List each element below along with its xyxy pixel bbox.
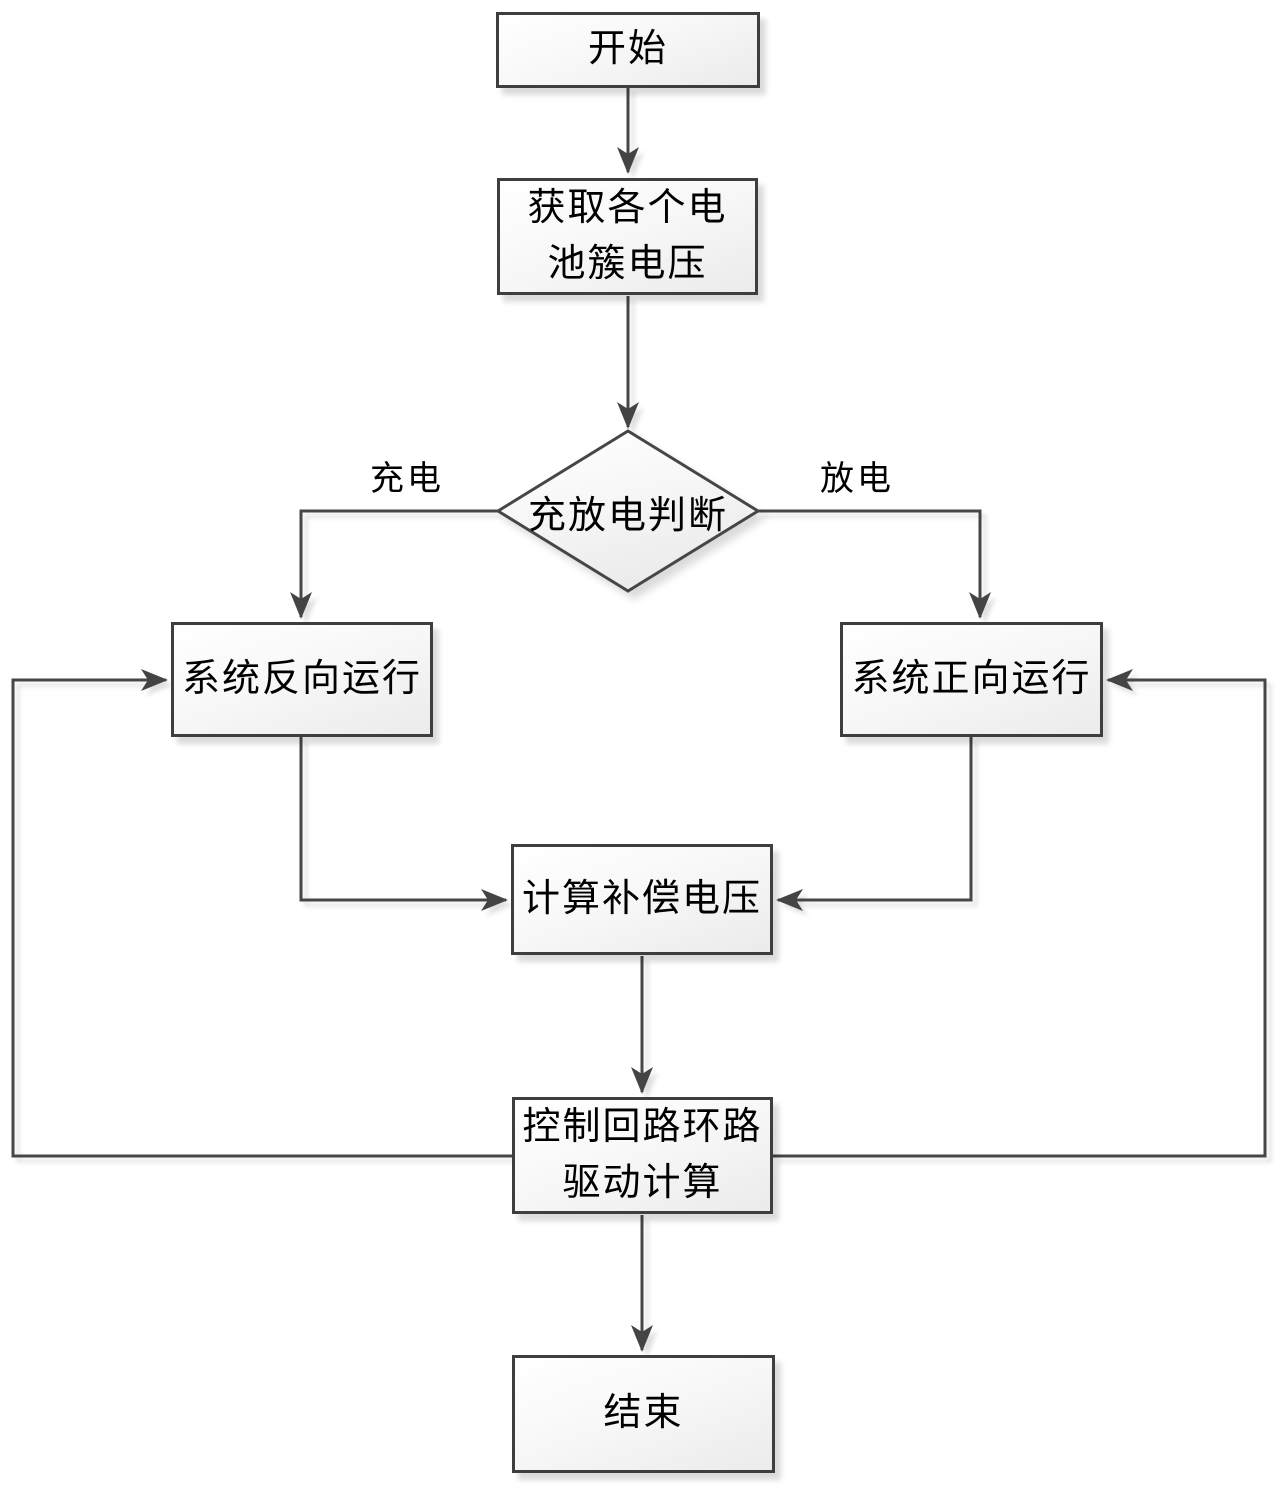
compensation-voltage-label: 计算补偿电压 — [521, 877, 762, 920]
end-node-label: 结束 — [603, 1392, 684, 1435]
edge-feedback-left — [11, 669, 512, 1158]
edge-decision-to-forward — [758, 509, 991, 619]
control-loop-line2: 驱动计算 — [562, 1161, 723, 1204]
end-node: 结束 — [512, 1355, 775, 1473]
edge-decision-to-reverse — [290, 509, 498, 619]
decision-diamond — [495, 429, 761, 593]
compensation-voltage-node: 计算补偿电压 — [511, 844, 773, 955]
discharge-branch-label: 放电 — [820, 460, 894, 498]
edge-feedback-right — [773, 669, 1267, 1158]
control-loop-node: 控制回路环路 驱动计算 — [512, 1097, 773, 1214]
system-reverse-label: 系统反向运行 — [181, 657, 422, 700]
control-loop-line1: 控制回路环路 — [522, 1106, 763, 1149]
acquire-voltage-line2: 池簇电压 — [547, 242, 708, 285]
acquire-voltage-node: 获取各个电 池簇电压 — [497, 178, 758, 295]
edge-forward-to-compensation — [776, 737, 973, 911]
system-forward-label: 系统正向运行 — [851, 657, 1092, 700]
system-forward-node: 系统正向运行 — [840, 622, 1103, 737]
start-node: 开始 — [496, 12, 760, 88]
start-node-label: 开始 — [587, 28, 668, 71]
acquire-voltage-line1: 获取各个电 — [527, 187, 728, 230]
system-reverse-node: 系统反向运行 — [171, 622, 433, 737]
charge-branch-label: 充电 — [370, 460, 444, 498]
edge-reverse-to-compensation — [299, 737, 508, 911]
decision-node-label: 充放电判断 — [527, 494, 728, 537]
